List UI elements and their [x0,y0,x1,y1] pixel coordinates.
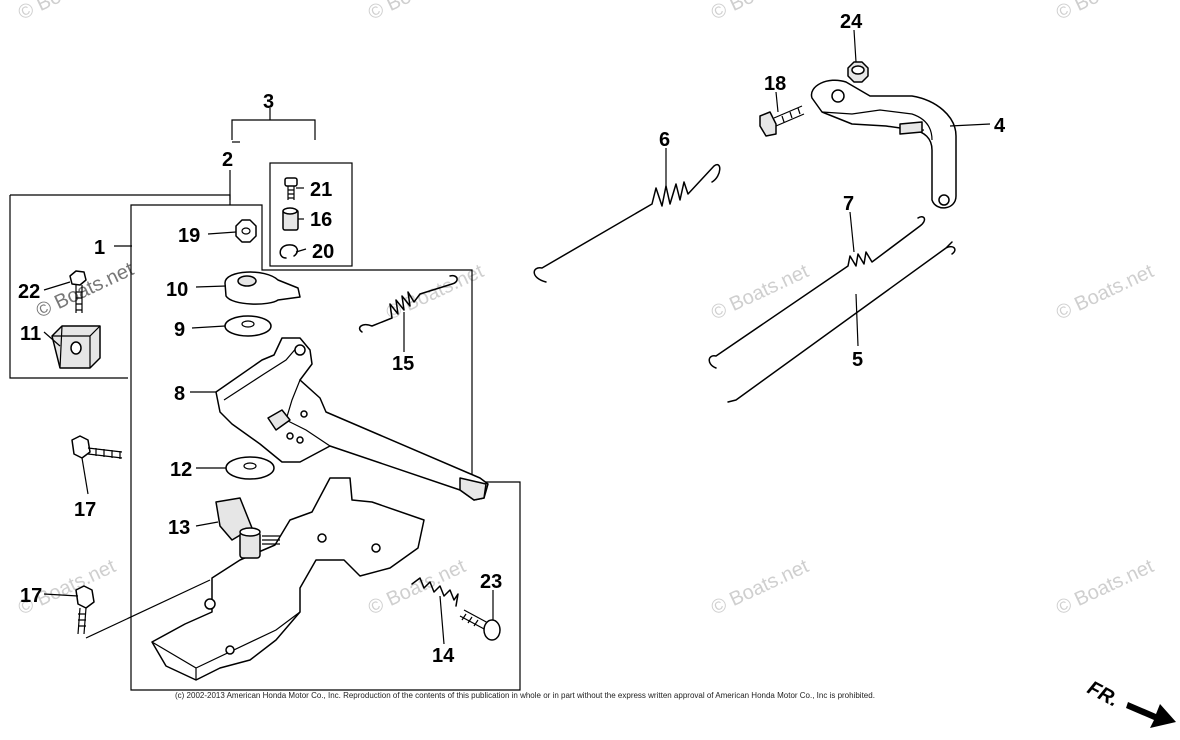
watermark: © Boats.net [365,0,470,25]
watermark: © Boats.net [708,555,813,619]
callout-5: 5 [852,349,863,371]
direction-arrow-icon [1126,702,1176,728]
control-base-13 [151,477,425,681]
bolt-22 [69,270,87,313]
watermark: © Boats.net [1053,555,1158,619]
callout-15: 15 [392,353,414,375]
clip-20 [279,244,299,259]
callout-12: 12 [170,459,192,481]
screw-23 [459,609,501,641]
bolt-17-lower [75,585,95,635]
callout-22: 22 [18,281,40,303]
callout-9: 9 [174,319,185,341]
callout-6: 6 [659,129,670,151]
watermark: © Boats.net [1053,260,1158,324]
nut-24 [847,61,869,83]
callout-23: 23 [480,571,502,593]
callout-19: 19 [178,225,200,247]
callout-20: 20 [312,241,334,263]
spring-14 [411,577,459,607]
bolt-17-upper [71,435,123,459]
nut-19 [235,219,257,243]
screw-21 [284,177,298,200]
washer-12 [225,456,275,480]
leader-lines [43,29,991,645]
spring-15 [358,274,458,333]
assembly-frames [9,108,521,691]
front-direction-indicator: FR. [1084,677,1176,728]
frame-small-parts [269,162,353,267]
callout-17-lower: 17 [20,585,42,607]
lever-8 [215,337,489,501]
callout-16: 16 [310,209,332,231]
callout-2: 2 [222,149,233,171]
callout-7: 7 [843,193,854,215]
callout-13: 13 [168,517,190,539]
callout-18: 18 [764,73,786,95]
rod-5 [727,241,956,403]
rod-7 [708,215,926,369]
callout-4: 4 [994,115,1006,137]
callout-3: 3 [263,91,274,113]
watermark: © Boats.net [15,0,120,25]
callout-labels: 1 2 3 4 5 6 7 8 9 10 11 12 13 14 15 16 1… [18,11,1006,667]
watermark: © Boats.net [708,260,813,324]
callout-1: 1 [94,237,105,259]
nut-11 [51,325,101,369]
lever-4 [810,79,957,209]
copyright-notice: (c) 2002-2013 American Honda Motor Co., … [175,691,875,700]
callout-11: 11 [20,323,41,345]
callout-10: 10 [166,279,188,301]
callout-14: 14 [432,645,455,667]
rod-6 [533,163,721,283]
callout-8: 8 [174,383,185,405]
watermark: © Boats.net [708,0,813,25]
collar-16 [282,207,299,231]
callout-21: 21 [310,179,332,201]
watermark: © Boats.net [33,258,138,322]
watermark: © Boats.net [1053,0,1158,25]
bolt-18 [759,105,805,137]
bracket-3 [231,119,316,140]
cam-10 [224,271,301,305]
callout-17-upper: 17 [74,499,96,521]
washer-9 [224,315,272,337]
front-label: FR. [1084,677,1123,712]
callout-24: 24 [840,11,863,33]
